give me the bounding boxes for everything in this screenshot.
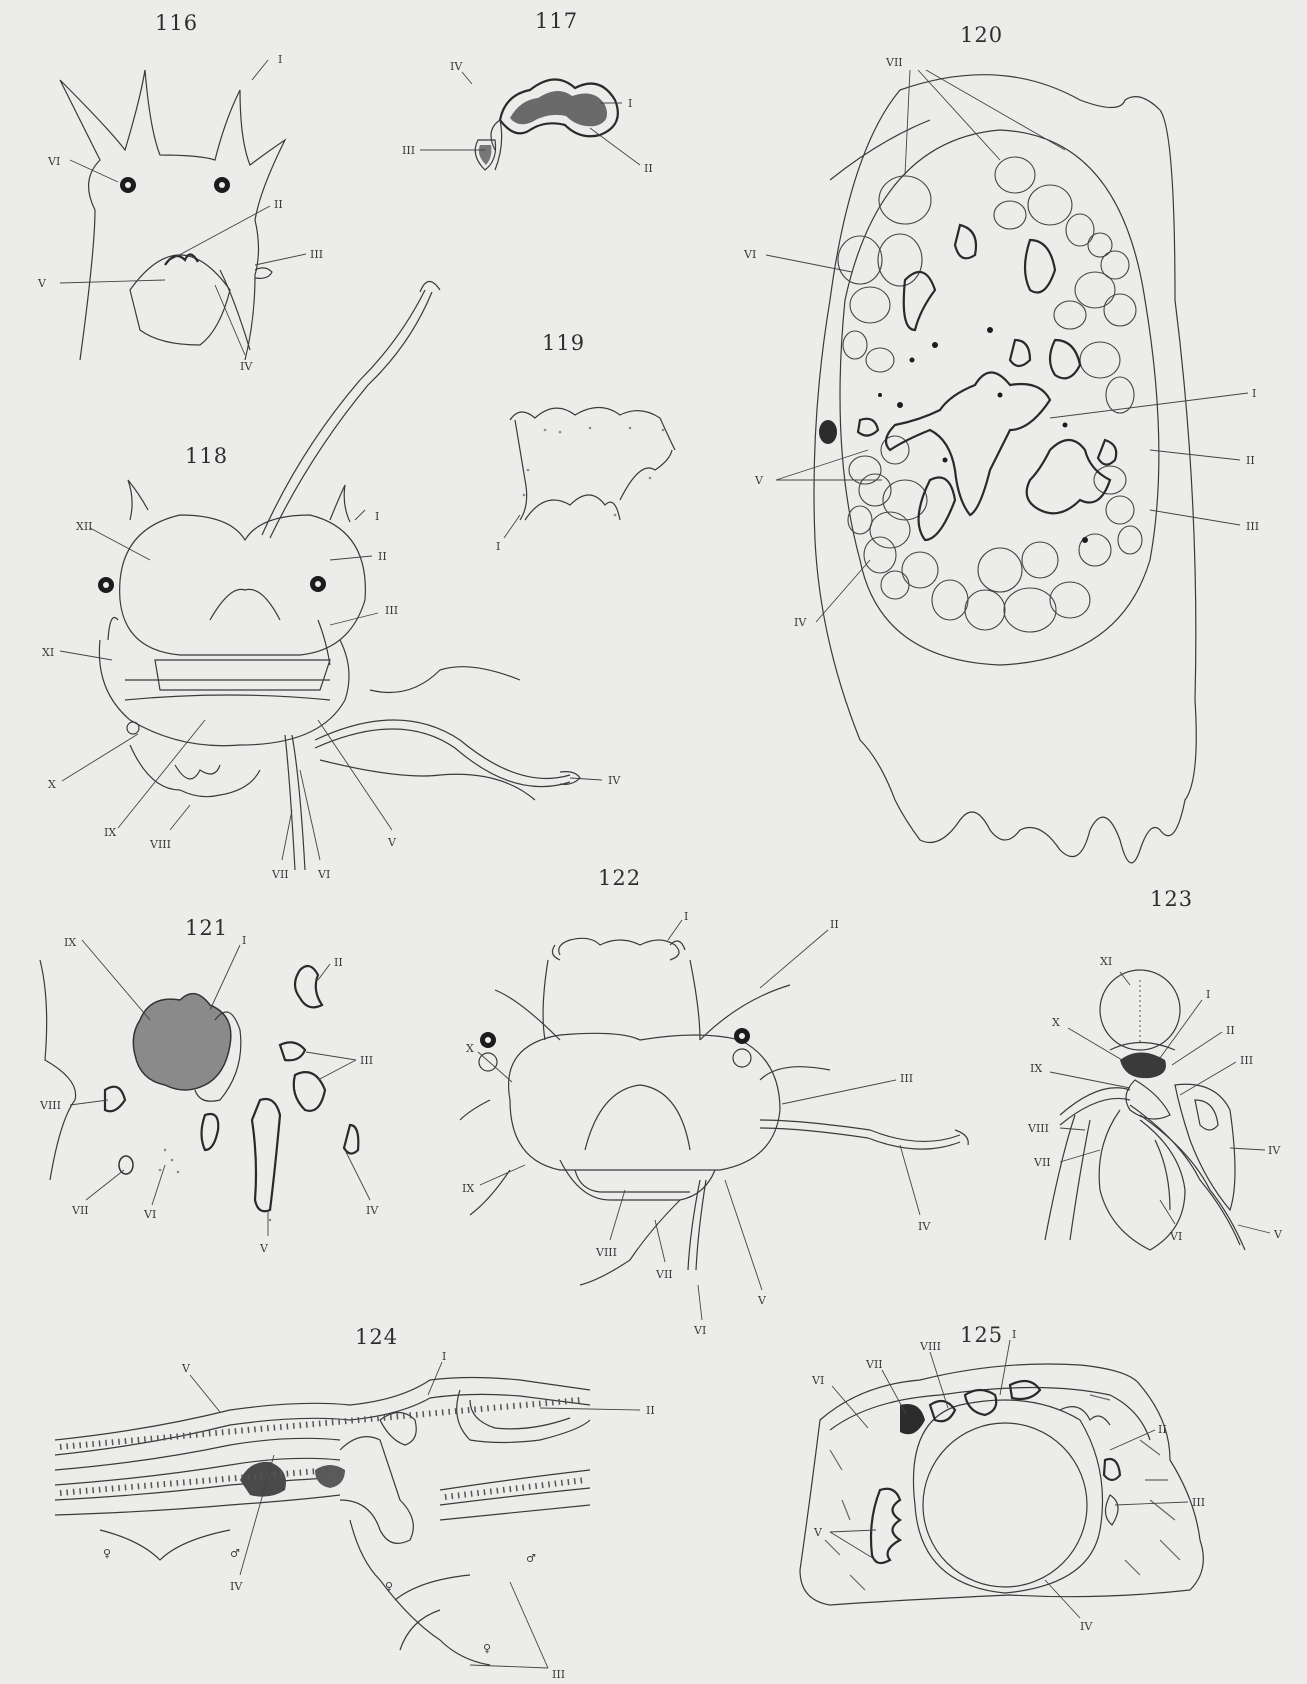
- figure-125-label-4: II: [1158, 1423, 1167, 1436]
- figure-120-label-3: V: [754, 474, 764, 487]
- figure-123-label-3: II: [1226, 1024, 1235, 1037]
- figure-122-label-4: IX: [462, 1182, 474, 1195]
- figure-124-label-4: III: [552, 1668, 565, 1681]
- figure-123-label-5: III: [1240, 1054, 1253, 1067]
- figure-124-label-3: IV: [230, 1580, 243, 1593]
- figure-120: 120: [743, 23, 1259, 863]
- figure-124-label-0: V: [181, 1362, 191, 1375]
- figure-117-label-3: II: [644, 162, 653, 175]
- figure-117-label-2: III: [402, 144, 415, 157]
- figure-122-label-0: I: [684, 910, 688, 923]
- figure-121-label-8: IV: [366, 1204, 379, 1217]
- figure-118-label-11: IV: [608, 774, 621, 787]
- figure-118-label-8: VII: [271, 868, 289, 881]
- figure-123-label-7: IV: [1268, 1144, 1281, 1157]
- figure-118-label-6: IX: [104, 826, 116, 839]
- figure-121-label-2: II: [334, 956, 343, 969]
- figure-121-number: 121: [185, 916, 228, 940]
- figure-124-sex-0: ♀: [103, 1547, 111, 1560]
- figure-125-label-3: VI: [811, 1374, 824, 1387]
- figure-123-label-10: V: [1273, 1228, 1283, 1241]
- figure-124-sex-4: ♀: [483, 1642, 491, 1655]
- figure-119: 119 I: [496, 331, 675, 553]
- figure-118-label-10: V: [387, 836, 397, 849]
- figure-122-label-8: V: [757, 1294, 767, 1307]
- figure-122-label-6: VII: [655, 1268, 673, 1281]
- figure-119-number: 119: [542, 331, 585, 355]
- figure-120-label-5: III: [1246, 520, 1259, 533]
- figure-120-number: 120: [960, 23, 1003, 47]
- figure-121: 121 IX I II III VIII VII VI V IV: [39, 916, 379, 1255]
- figure-116-label-4: V: [37, 277, 47, 290]
- figure-117: 117 IV I III II: [402, 9, 653, 175]
- figure-123-label-1: I: [1206, 988, 1210, 1001]
- figure-118: 118: [42, 281, 621, 881]
- figure-118-label-2: II: [378, 550, 387, 563]
- figure-117-number: 117: [535, 9, 578, 33]
- figure-121-label-6: VI: [143, 1208, 156, 1221]
- figure-121-label-5: VII: [71, 1204, 89, 1217]
- figure-123-label-9: VI: [1169, 1230, 1182, 1243]
- figure-120-label-1: VI: [743, 248, 756, 261]
- figure-122-label-5: VIII: [595, 1246, 617, 1259]
- figure-116-label-0: I: [278, 53, 282, 66]
- figure-117-label-1: I: [628, 97, 632, 110]
- figure-122-label-9: IV: [918, 1220, 931, 1233]
- figure-124-label-1: I: [442, 1350, 446, 1363]
- figure-118-label-4: XI: [42, 646, 54, 659]
- figure-124-sex-2: ♀: [385, 1580, 393, 1593]
- figure-123-label-8: VII: [1033, 1156, 1051, 1169]
- figure-122: 122 I II: [460, 866, 968, 1337]
- figure-116-label-2: II: [274, 198, 283, 211]
- figure-125-label-6: V: [813, 1526, 823, 1539]
- figure-121-label-7: V: [259, 1242, 269, 1255]
- figure-125-label-1: I: [1012, 1328, 1016, 1341]
- figure-118-label-5: X: [48, 778, 56, 791]
- figure-120-label-4: II: [1246, 454, 1255, 467]
- figure-123-label-4: IX: [1030, 1062, 1042, 1075]
- figure-116-label-5: IV: [240, 360, 253, 373]
- figure-124-sex-3: ♂: [526, 1552, 536, 1565]
- figure-118-label-7: VIII: [149, 838, 171, 851]
- figure-119-label-0: I: [496, 540, 500, 553]
- figure-123-label-2: X: [1052, 1016, 1060, 1029]
- figure-118-number: 118: [185, 444, 228, 468]
- figure-125-label-5: III: [1192, 1496, 1205, 1509]
- figure-122-label-1: II: [830, 918, 839, 931]
- figure-121-label-3: III: [360, 1054, 373, 1067]
- figure-120-label-6: IV: [794, 616, 807, 629]
- figure-125: 125 VIII I VII VI II III: [800, 1323, 1205, 1633]
- figure-118-label-3: III: [385, 604, 398, 617]
- figure-118-label-0: I: [375, 510, 379, 523]
- figure-121-label-4: VIII: [39, 1099, 61, 1112]
- figure-123: 123 XI I X II IX III VIII IV VII: [1027, 887, 1283, 1250]
- figure-124-number: 124: [355, 1325, 398, 1349]
- figure-125-number: 125: [960, 1323, 1003, 1347]
- figure-124: 124 V I II IV III: [55, 1325, 655, 1681]
- figure-116-label-3: III: [310, 248, 323, 261]
- figure-116-label-1: VI: [47, 155, 60, 168]
- figure-125-label-0: VIII: [919, 1340, 941, 1353]
- figure-117-label-0: IV: [450, 60, 463, 73]
- figure-121-label-1: I: [242, 934, 246, 947]
- figure-125-label-7: IV: [1080, 1620, 1093, 1633]
- figure-122-label-2: X: [466, 1042, 474, 1055]
- figure-125-label-2: VII: [865, 1358, 883, 1371]
- figure-122-label-7: VI: [693, 1324, 706, 1337]
- figure-120-label-0: VII: [885, 56, 903, 69]
- figure-124-label-2: II: [646, 1404, 655, 1417]
- figure-124-sex-1: ♂: [230, 1547, 240, 1560]
- figure-123-number: 123: [1150, 887, 1193, 911]
- figure-122-label-3: III: [900, 1072, 913, 1085]
- figure-123-label-6: VIII: [1027, 1122, 1049, 1135]
- figure-116: 116 I VI II III V IV: [37, 11, 323, 373]
- figure-121-label-0: IX: [64, 936, 76, 949]
- figure-118-label-9: VI: [317, 868, 330, 881]
- figure-122-number: 122: [598, 866, 641, 890]
- figure-116-number: 116: [155, 11, 198, 35]
- figure-123-label-0: XI: [1100, 955, 1112, 968]
- figure-118-label-1: XII: [76, 520, 93, 533]
- figure-120-label-2: I: [1252, 387, 1256, 400]
